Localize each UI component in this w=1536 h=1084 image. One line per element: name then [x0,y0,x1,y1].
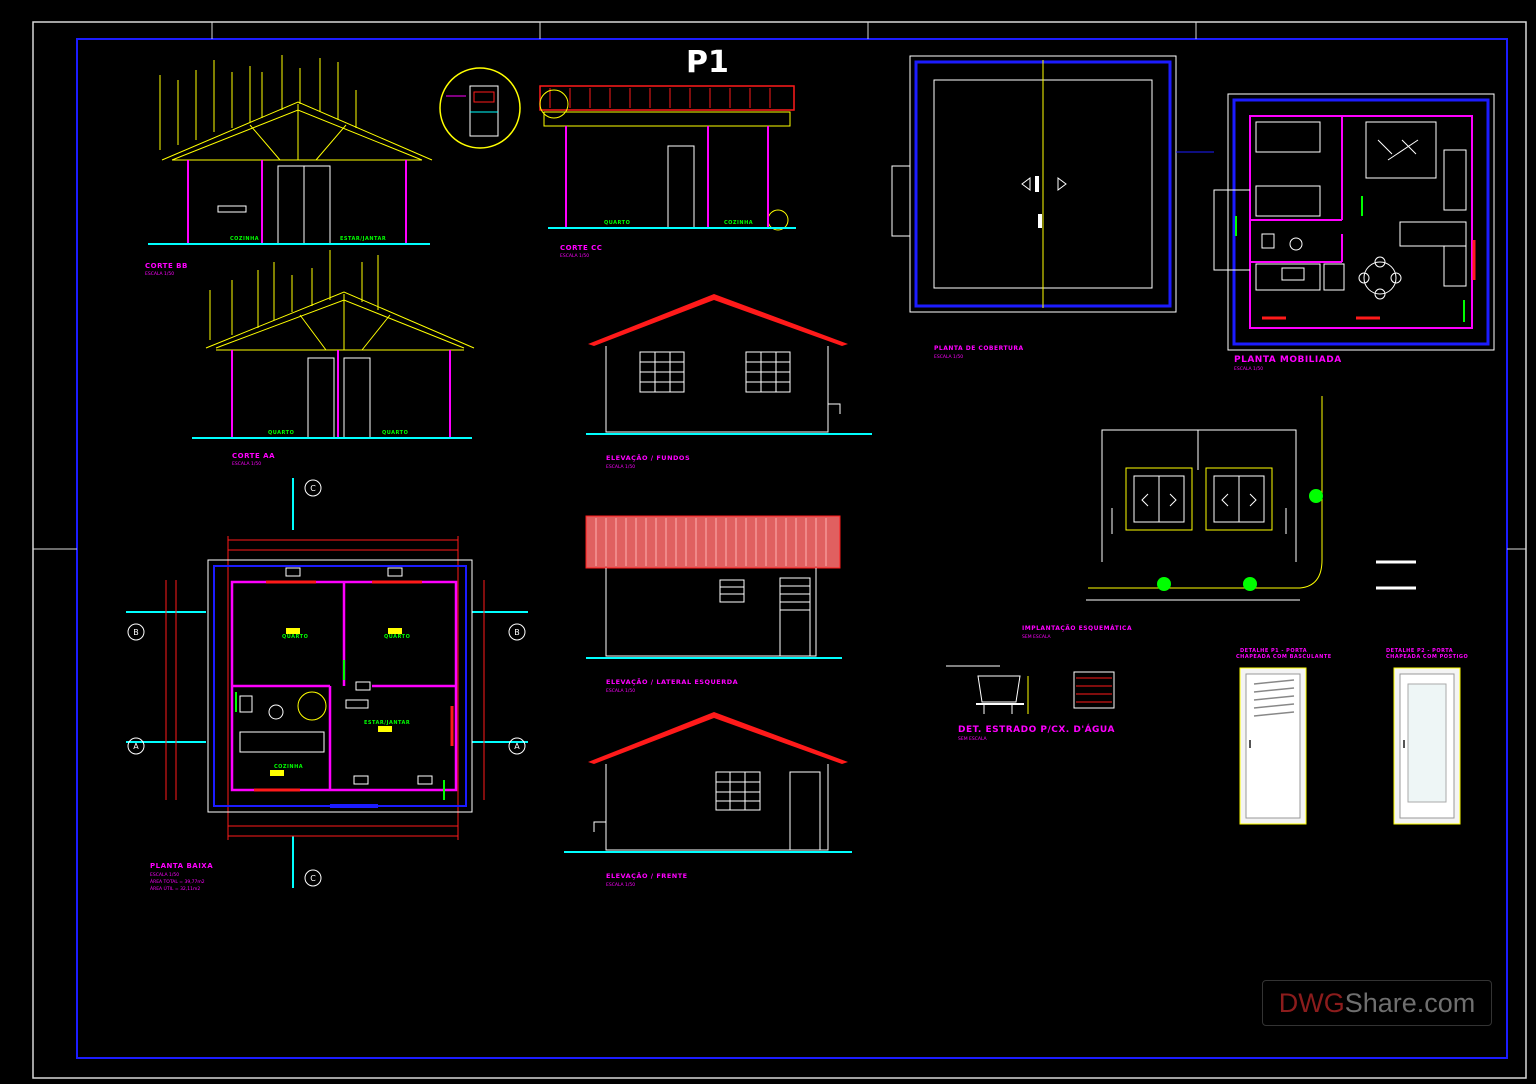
section-c-top: C [310,484,316,493]
det-estrado: DET. ESTRADO P/CX. D'ÁGUA SEM ESCALA [946,665,1115,742]
planta-mobiliada-scale: ESCALA 1/50 [1234,366,1263,372]
planta-baixa-title: PLANTA BAIXA [150,862,213,870]
pb-room-quarto-1: QUARTO [282,634,308,640]
planta-baixa-area-total: ÁREA TOTAL = 39,77m2 [150,878,205,885]
elev-frente-scale: ESCALA 1/50 [606,882,635,888]
corte-aa-scale: ESCALA 1/50 [232,461,261,467]
planta-mobiliada-title: PLANTA MOBILIADA [1234,355,1342,365]
corte-cc-title: CORTE CC [560,244,602,252]
corte-aa: QUARTO QUARTO CORTE AA ESCALA 1/50 [192,250,475,467]
corte-cc-room-1: QUARTO [604,220,630,226]
elev-frente-title: ELEVAÇÃO / FRENTE [606,871,688,880]
det-estrado-title: DET. ESTRADO P/CX. D'ÁGUA [958,723,1115,735]
elevacao-fundos: ELEVAÇÃO / FUNDOS ESCALA 1/50 [586,294,872,470]
det-estrado-scale: SEM ESCALA [958,736,988,742]
caixa-dagua-detail [439,67,521,149]
corte-cc-room-2: COZINHA [724,220,753,226]
detalhe-p2-subtitle: CHAPEADA COM POSTIGO [1386,654,1468,660]
elev-lateral-title: ELEVAÇÃO / LATERAL ESQUERDA [606,677,738,686]
detalhe-p1-subtitle: CHAPEADA COM BASCULANTE [1236,654,1332,660]
planta-baixa-area-util: ÁREA ÚTIL = 32,11m2 [150,885,200,892]
section-b-right: B [514,628,520,637]
implantacao-esquematica: IMPLANTAÇÃO ESQUEMÁTICA SEM ESCALA [1022,396,1416,640]
planta-cobertura-title: PLANTA DE COBERTURA [934,345,1024,352]
implantacao-scale: SEM ESCALA [1022,634,1052,640]
p1-tag: P1 [686,45,729,80]
planta-mobiliada: PLANTA MOBILIADA ESCALA 1/50 [1213,93,1495,372]
detalhe-p1-title: DETALHE P1 - PORTA [1240,648,1307,654]
sheet-border [32,21,1527,1079]
planta-baixa-scale: ESCALA 1/50 [150,872,179,878]
corte-aa-room-2: QUARTO [382,430,408,436]
planta-baixa: C C B B A A [126,478,528,892]
corte-aa-title: CORTE AA [232,452,275,460]
implantacao-title: IMPLANTAÇÃO ESQUEMÁTICA [1022,625,1132,632]
watermark-brand: DWG [1278,987,1345,1018]
pb-room-cozinha: COZINHA [274,764,303,770]
section-c-bottom: C [310,874,316,883]
pb-room-estar: ESTAR/JANTAR [364,720,410,726]
corte-cc-scale: ESCALA 1/50 [560,253,589,259]
corte-bb-scale: ESCALA 1/50 [145,271,174,277]
detalhe-p1: DETALHE P1 - PORTA CHAPEADA COM BASCULAN… [1236,648,1332,825]
pb-room-quarto-2: QUARTO [384,634,410,640]
section-a-right: A [514,742,520,751]
detalhe-p2: DETALHE P2 - PORTA CHAPEADA COM POSTIGO [1386,648,1468,825]
corte-bb: COZINHA ESTAR/JANTAR CORTE BB ESCALA 1/5… [145,55,433,277]
corte-cc: P1 QUARTO COZINHA CORTE CC ESCALA 1/50 [539,45,796,259]
elevacao-frente: ELEVAÇÃO / FRENTE ESCALA 1/50 [564,712,852,888]
elev-fundos-title: ELEVAÇÃO / FUNDOS [606,453,690,462]
watermark-rest: Share.com [1344,987,1476,1018]
elevacao-lateral-esquerda: ELEVAÇÃO / LATERAL ESQUERDA ESCALA 1/50 [585,515,842,694]
corte-bb-title: CORTE BB [145,262,188,270]
section-b-left: B [133,628,139,637]
elev-fundos-scale: ESCALA 1/50 [606,464,635,470]
detalhe-p2-title: DETALHE P2 - PORTA [1386,648,1453,654]
elev-lateral-scale: ESCALA 1/50 [606,688,635,694]
corte-bb-room-1: COZINHA [230,236,259,242]
corte-aa-room-1: QUARTO [268,430,294,436]
planta-cobertura-scale: ESCALA 1/50 [934,354,963,360]
planta-cobertura: PLANTA DE COBERTURA ESCALA 1/50 [891,55,1214,360]
corte-bb-room-2: ESTAR/JANTAR [340,236,386,242]
section-a-left: A [133,742,139,751]
